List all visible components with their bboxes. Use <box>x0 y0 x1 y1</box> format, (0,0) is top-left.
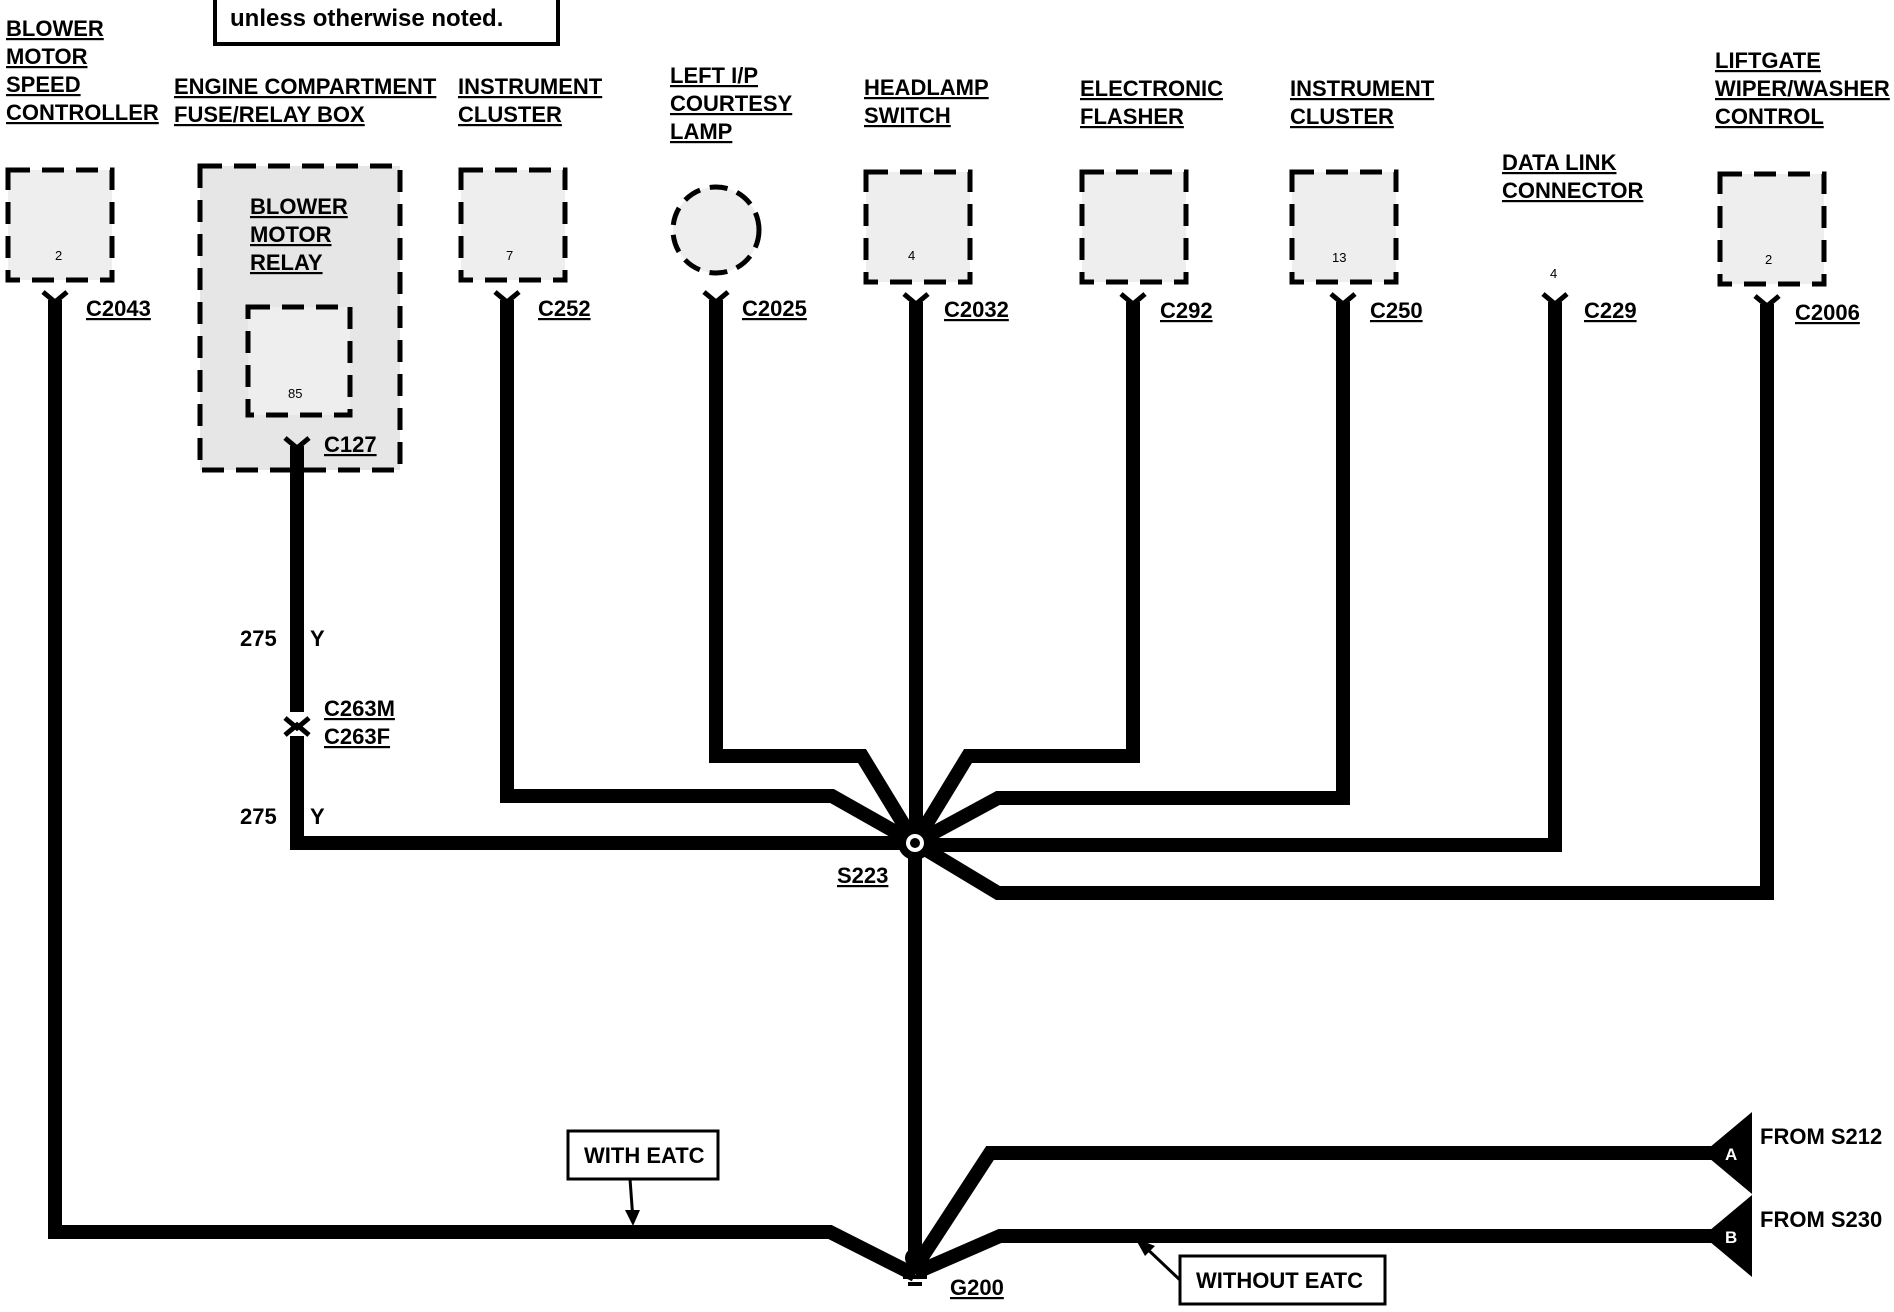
wire-from-s230 <box>912 1229 1740 1280</box>
wire-electronic-flasher <box>909 302 1140 847</box>
connector-label-c2032: C2032 <box>944 297 1009 322</box>
label-line: BLOWER <box>250 194 348 219</box>
pin-number: 4 <box>908 248 915 263</box>
component-box-electronic-flasher <box>1079 169 1189 285</box>
header-note-text: unless otherwise noted. <box>230 5 503 32</box>
label-line: RELAY <box>250 250 323 275</box>
label-data-link-connector: DATA LINK CONNECTOR <box>1502 150 1643 203</box>
label-line: MOTOR <box>250 222 332 247</box>
splice-label: S223 <box>837 863 888 888</box>
label-line: LAMP <box>670 119 732 144</box>
label-line: FLASHER <box>1080 104 1184 129</box>
connector-label-c250: C250 <box>1370 298 1423 323</box>
splice-s223 <box>898 826 932 860</box>
component-box-blower-motor-relay <box>245 304 353 418</box>
pin-number: 7 <box>506 248 513 263</box>
component-box-instrument-cluster-2 <box>1289 169 1399 285</box>
offpage-label-b: FROM S230 <box>1760 1207 1882 1232</box>
label-line: SWITCH <box>864 103 951 128</box>
wire-instrument-cluster-1 <box>500 300 919 850</box>
label-line: CLUSTER <box>1290 104 1394 129</box>
label-line: DATA LINK <box>1502 150 1617 175</box>
wire-left-ip-lamp <box>709 300 921 847</box>
pin-number: 13 <box>1332 250 1346 265</box>
label-electronic-flasher: ELECTRONIC FLASHER <box>1080 76 1223 129</box>
callout-with-eatc-text: WITH EATC <box>584 1143 705 1168</box>
component-box-instrument-cluster-1 <box>458 167 568 283</box>
label-liftgate-control: LIFTGATE WIPER/WASHER CONTROL <box>1715 48 1890 129</box>
offpage-connector-b: B <box>1703 1195 1752 1277</box>
label-instrument-cluster-1: INSTRUMENT CLUSTER <box>458 74 603 127</box>
connector-label-c2043: C2043 <box>86 296 151 321</box>
pin-number: 85 <box>288 386 302 401</box>
label-line: LEFT I/P <box>670 63 758 88</box>
connector-label-c263m: C263M <box>324 696 395 721</box>
wire-liftgate-control <box>911 304 1774 900</box>
wire-from-s212 <box>909 1146 1740 1272</box>
label-line: INSTRUMENT <box>458 74 603 99</box>
label-line: ELECTRONIC <box>1080 76 1223 101</box>
label-engine-fuse-box: ENGINE COMPARTMENT FUSE/RELAY BOX <box>174 74 437 127</box>
callout-with-eatc: WITH EATC <box>566 1129 720 1226</box>
header-note: unless otherwise noted. <box>213 0 560 46</box>
connector-label-c252: C252 <box>538 296 591 321</box>
offpage-label-a: FROM S212 <box>1760 1124 1882 1149</box>
label-line: FUSE/RELAY BOX <box>174 102 365 127</box>
connector-label-c263f: C263F <box>324 724 390 749</box>
offpage-letter-a: A <box>1725 1145 1737 1164</box>
label-line: WIPER/WASHER <box>1715 76 1890 101</box>
label-line: ENGINE COMPARTMENT <box>174 74 437 99</box>
label-line: SPEED <box>6 72 81 97</box>
wire-blower-speed-controller <box>48 300 919 1282</box>
lamp-symbol <box>670 184 762 276</box>
ground-symbol <box>898 1248 932 1286</box>
connector-label-c127: C127 <box>324 432 377 457</box>
label-instrument-cluster-2: INSTRUMENT CLUSTER <box>1290 76 1435 129</box>
label-line: HEADLAMP <box>864 75 989 100</box>
label-line: INSTRUMENT <box>1290 76 1435 101</box>
wire-data-link-connector <box>915 302 1562 852</box>
label-line: LIFTGATE <box>1715 48 1821 73</box>
label-line: COURTESY <box>670 91 793 116</box>
label-line: MOTOR <box>6 44 88 69</box>
component-box-blower-speed-controller <box>5 167 115 283</box>
wire-color-lower: Y <box>310 804 325 829</box>
pin-number: 2 <box>1765 252 1772 267</box>
callout-without-eatc: WITHOUT EATC <box>1135 1238 1387 1306</box>
label-line: CONTROLLER <box>6 100 159 125</box>
label-headlamp-switch: HEADLAMP SWITCH <box>864 75 989 128</box>
component-box-liftgate-control <box>1717 171 1827 287</box>
connector-label-c2006: C2006 <box>1795 300 1860 325</box>
wire-circuit-upper: 275 <box>240 626 277 651</box>
label-line: CLUSTER <box>458 102 562 127</box>
label-line: CONNECTOR <box>1502 178 1643 203</box>
offpage-letter-b: B <box>1725 1228 1737 1247</box>
offpage-connector-a: A <box>1703 1112 1752 1194</box>
pin-number: 4 <box>1550 266 1557 281</box>
wire-instrument-cluster-2 <box>911 302 1350 850</box>
connector-label-c292: C292 <box>1160 298 1213 323</box>
wire-color-upper: Y <box>310 626 325 651</box>
component-box-headlamp-switch <box>863 169 973 285</box>
label-line: BLOWER <box>6 16 104 41</box>
label-blower-speed-controller: BLOWER MOTOR SPEED CONTROLLER <box>6 16 159 125</box>
wire-circuit-lower: 275 <box>240 804 277 829</box>
label-blower-motor-relay: BLOWER MOTOR RELAY <box>250 194 348 275</box>
connector-label-c2025: C2025 <box>742 296 807 321</box>
connector-label-c229: C229 <box>1584 298 1637 323</box>
label-left-ip-lamp: LEFT I/P COURTESY LAMP <box>670 63 793 144</box>
pin-number: 2 <box>55 248 62 263</box>
ground-label: G200 <box>950 1275 1004 1300</box>
callout-without-eatc-text: WITHOUT EATC <box>1196 1268 1363 1293</box>
label-line: CONTROL <box>1715 104 1824 129</box>
wires <box>48 300 1774 1282</box>
wire-relay-lower <box>290 736 915 850</box>
